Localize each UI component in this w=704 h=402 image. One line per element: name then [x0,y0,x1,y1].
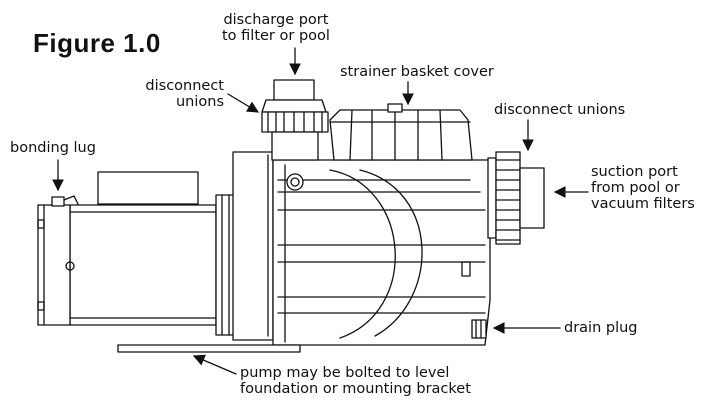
bonding-lug-icon [51,195,79,207]
discharge-port-line-2: to filter or pool [222,28,330,44]
bonding-lug-label: bonding lug [10,140,96,156]
disconnect-unions-left-line-2: unions [175,94,224,110]
motor-body [37,171,247,336]
suction-port-line-2: from pool or [591,180,680,196]
suction-port-line-3: vacuum filters [591,196,695,212]
pump-housing [117,151,491,353]
drain-plug-label: drain plug [564,320,638,336]
disconnect-unions-left-arrow [227,93,260,113]
suction-port [487,151,545,245]
strainer-basket-cover [329,103,473,161]
disconnect-unions-left-line-1: disconnect [145,78,224,94]
mounting-note-line-2: foundation or mounting bracket [240,381,471,397]
suction-port-line-1: suction port [591,164,678,180]
discharge-port-label: discharge port to filter or pool [222,12,330,44]
discharge-port [261,79,329,161]
mounting-note-line-1: pump may be bolted to level [240,365,450,381]
mounting-note-label: pump may be bolted to level foundation o… [240,365,471,397]
suction-port-label: suction port from pool or vacuum filters [591,164,695,212]
strainer-basket-cover-label: strainer basket cover [340,64,494,80]
discharge-port-line-1: discharge port [223,12,329,28]
mounting-note-arrow [192,354,237,375]
drain-plug-icon [471,319,487,339]
figure-title: Figure 1.0 [33,28,161,58]
disconnect-unions-right-label: disconnect unions [494,102,626,118]
disconnect-unions-left-label: disconnect unions [130,78,224,110]
